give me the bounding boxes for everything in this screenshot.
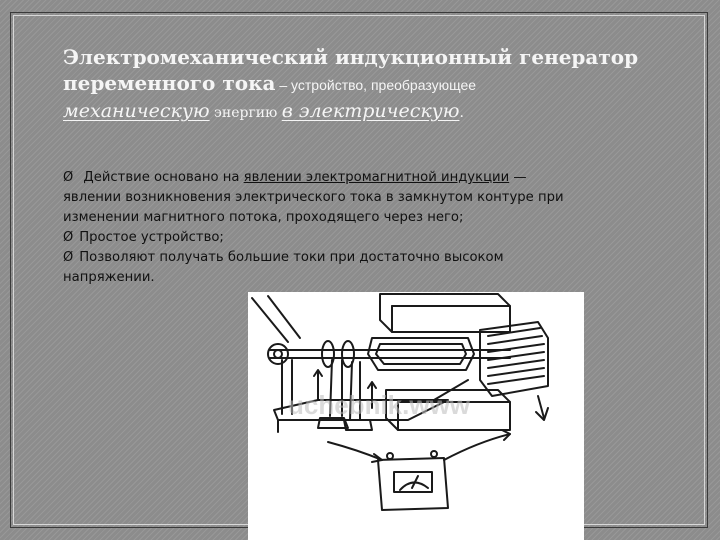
wire-right bbox=[443, 433, 511, 461]
wire-left bbox=[327, 441, 383, 461]
slip-ring-2 bbox=[341, 340, 355, 368]
underlined-word-mechanical: механическую bbox=[63, 100, 210, 122]
crank-hub bbox=[267, 343, 289, 365]
bullet-1-text-post: — bbox=[509, 170, 527, 185]
support-post-middle bbox=[329, 359, 333, 417]
bullet-2: Ø Простое устройство; bbox=[63, 228, 663, 248]
bullet-3: Ø Позволяют получать большие токи при дос… bbox=[63, 248, 663, 268]
generator-drawing: uchebnik.www bbox=[251, 293, 549, 511]
generator-illustration: uchebnik.www bbox=[248, 292, 584, 540]
definition-line-3: механическую энергию в электрическую. bbox=[63, 98, 683, 126]
title-bold-phrase: переменного тока bbox=[63, 71, 276, 95]
definition-text-2: энергию bbox=[209, 105, 282, 121]
stator-core bbox=[479, 321, 549, 397]
bullet-1-line-3: изменении магнитного потока, проходящего… bbox=[63, 210, 464, 225]
bullet-1-text-pre: Действие основано на bbox=[79, 170, 244, 185]
title-line-2: переменного тока – устройство, преобразу… bbox=[63, 70, 683, 98]
title-line-1: Электромеханический индукционный генерат… bbox=[63, 45, 639, 69]
definition-period: . bbox=[459, 105, 464, 121]
watermark: uchebnik.www bbox=[288, 390, 471, 420]
underlined-word-electrical: в электрическую bbox=[281, 100, 460, 122]
bullet-3-text: Позволяют получать большие токи при дост… bbox=[79, 250, 504, 265]
definition-text-1: – устройство, преобразующее bbox=[275, 77, 477, 93]
magnet-bottom bbox=[385, 389, 511, 431]
bullet-1-underlined: явлении электромагнитной индукции bbox=[243, 170, 510, 185]
bullet-arrow-icon: Ø bbox=[63, 250, 74, 265]
support-post-right bbox=[349, 361, 353, 421]
definition-block: Электромеханический индукционный генерат… bbox=[63, 44, 683, 126]
bullet-arrow-icon: Ø bbox=[63, 230, 74, 245]
magnet-top bbox=[379, 293, 511, 333]
bullet-3-line-2: напряжении. bbox=[63, 270, 155, 285]
bullet-1: Ø Действие основано на явлении электрома… bbox=[63, 168, 663, 188]
bullet-list: Ø Действие основано на явлении электрома… bbox=[63, 168, 663, 288]
slip-ring-1 bbox=[321, 340, 335, 368]
ammeter bbox=[377, 457, 449, 511]
base-plate bbox=[273, 399, 449, 421]
crank-arm bbox=[251, 297, 289, 343]
rotor-coil bbox=[367, 337, 475, 371]
bullet-1-line-2: явлении возникновения электрического ток… bbox=[63, 190, 564, 205]
bullet-arrow-icon: Ø bbox=[63, 170, 74, 185]
bullet-2-text: Простое устройство; bbox=[79, 230, 224, 245]
